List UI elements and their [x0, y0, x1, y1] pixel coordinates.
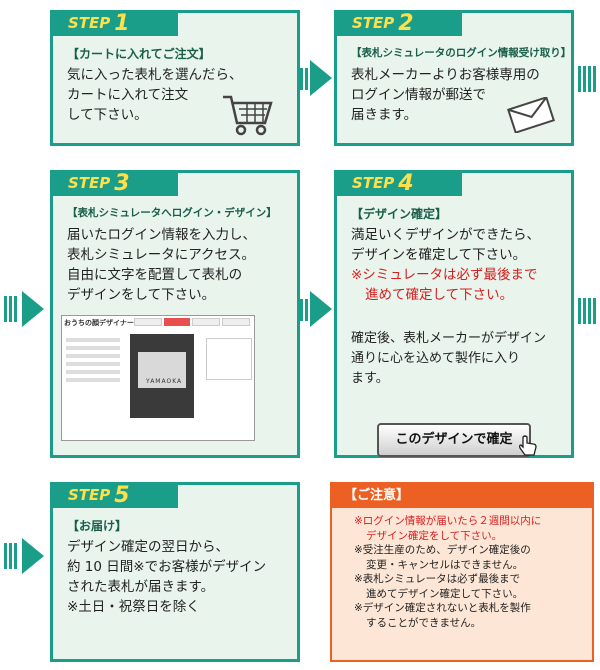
arrow-into-5 [22, 538, 44, 574]
step-5-subtitle: 【お届け】 [67, 519, 128, 533]
confirm-design-button[interactable]: このデザインで確定 [377, 423, 531, 457]
step-4-text: 満足いくデザインができたら、デザインを確定して下さい。 ※シミュレータは必ず最後… [351, 227, 540, 303]
simulator-screenshot: おうちの顔デザイナー YAMAOKA [61, 315, 255, 441]
step-3-left-bars [4, 296, 17, 322]
nameplate-preview: YAMAOKA [130, 334, 194, 418]
caution-items: ※ログイン情報が届いたら２週間以内に デザイン確定をして下さい。 ※受注生産のた… [354, 515, 542, 629]
step-1-text: 気に入った表札を選んだら、カートに入れて注文して下さい。 [67, 67, 243, 123]
step-3-text: 届いたログイン情報を入力し、表札シミュレータにアクセス。自由に文字を配置して表札… [67, 227, 256, 303]
step-3-subtitle: 【表札シミュレータへログイン・デザイン】 [67, 207, 277, 219]
arrow-1-2 [310, 60, 332, 96]
step-1-subtitle: 【カートに入れてご注文】 [67, 47, 211, 61]
arrow-1-2-bars [300, 68, 308, 90]
step-4-after-text: 確定後、表札メーカーがデザイン通りに心を込めて製作に入ります。 [351, 331, 547, 386]
cart-icon [223, 95, 273, 136]
envelope-icon [507, 97, 555, 133]
caution-box: 【ご注意】 ※ログイン情報が届いたら２週間以内に デザイン確定をして下さい。 ※… [330, 482, 594, 662]
arrow-3-4 [310, 291, 332, 327]
hand-pointer-icon [519, 435, 537, 456]
step-2-subtitle: 【表札シミュレータのログイン情報受け取り】 [351, 47, 572, 59]
step-4-right-bars [578, 298, 596, 324]
arrow-into-3 [22, 291, 44, 327]
step-2-right-bars [578, 66, 596, 92]
simulator-title: おうちの顔デザイナー [64, 319, 134, 327]
step-5-text: デザイン確定の翌日から、約 10 日間※でお客様がデザインされた表札が届きます。… [67, 539, 267, 615]
step-2-text: 表札メーカーよりお客様専用のログイン情報が郵送で届きます。 [351, 67, 540, 123]
caution-title: 【ご注意】 [332, 484, 592, 508]
step-4-subtitle: 【デザイン確定】 [351, 207, 448, 221]
arrow-3-4-bars [300, 299, 308, 321]
step-5-left-bars [4, 543, 17, 569]
